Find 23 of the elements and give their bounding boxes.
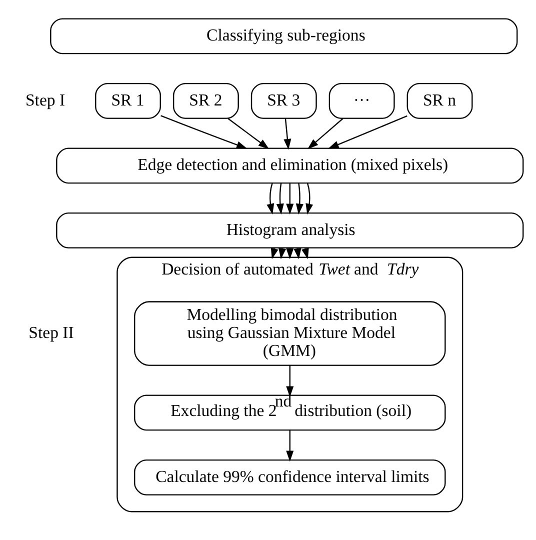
node-box: SR 3 <box>250 82 317 119</box>
label: Step I <box>25 90 66 110</box>
node-box: Edge detection and elimination (mixed pixels) <box>56 148 524 184</box>
arrow <box>308 118 344 150</box>
arrow <box>286 366 294 398</box>
node-box: SR 1 <box>95 82 161 119</box>
arrow <box>284 118 292 150</box>
node-box: ··· <box>328 82 395 119</box>
node-box: SR n <box>406 82 473 119</box>
arrow <box>286 183 294 215</box>
arrow <box>286 430 294 462</box>
arrow <box>296 183 304 215</box>
node-box: SR 2 <box>172 82 239 119</box>
arrow <box>160 115 248 149</box>
arrow <box>266 183 274 215</box>
node-box: Classifying sub-regions <box>50 18 518 54</box>
arrow <box>328 115 408 149</box>
node-box: Calculate 99% confidence interval limits <box>134 459 446 496</box>
arrow <box>228 118 270 150</box>
arrow <box>306 183 314 215</box>
arrow <box>276 183 284 215</box>
node-box: Modelling bimodal distribution using Gaussian Mixture Model (GMM) <box>134 301 446 366</box>
label: Step II <box>28 322 74 342</box>
